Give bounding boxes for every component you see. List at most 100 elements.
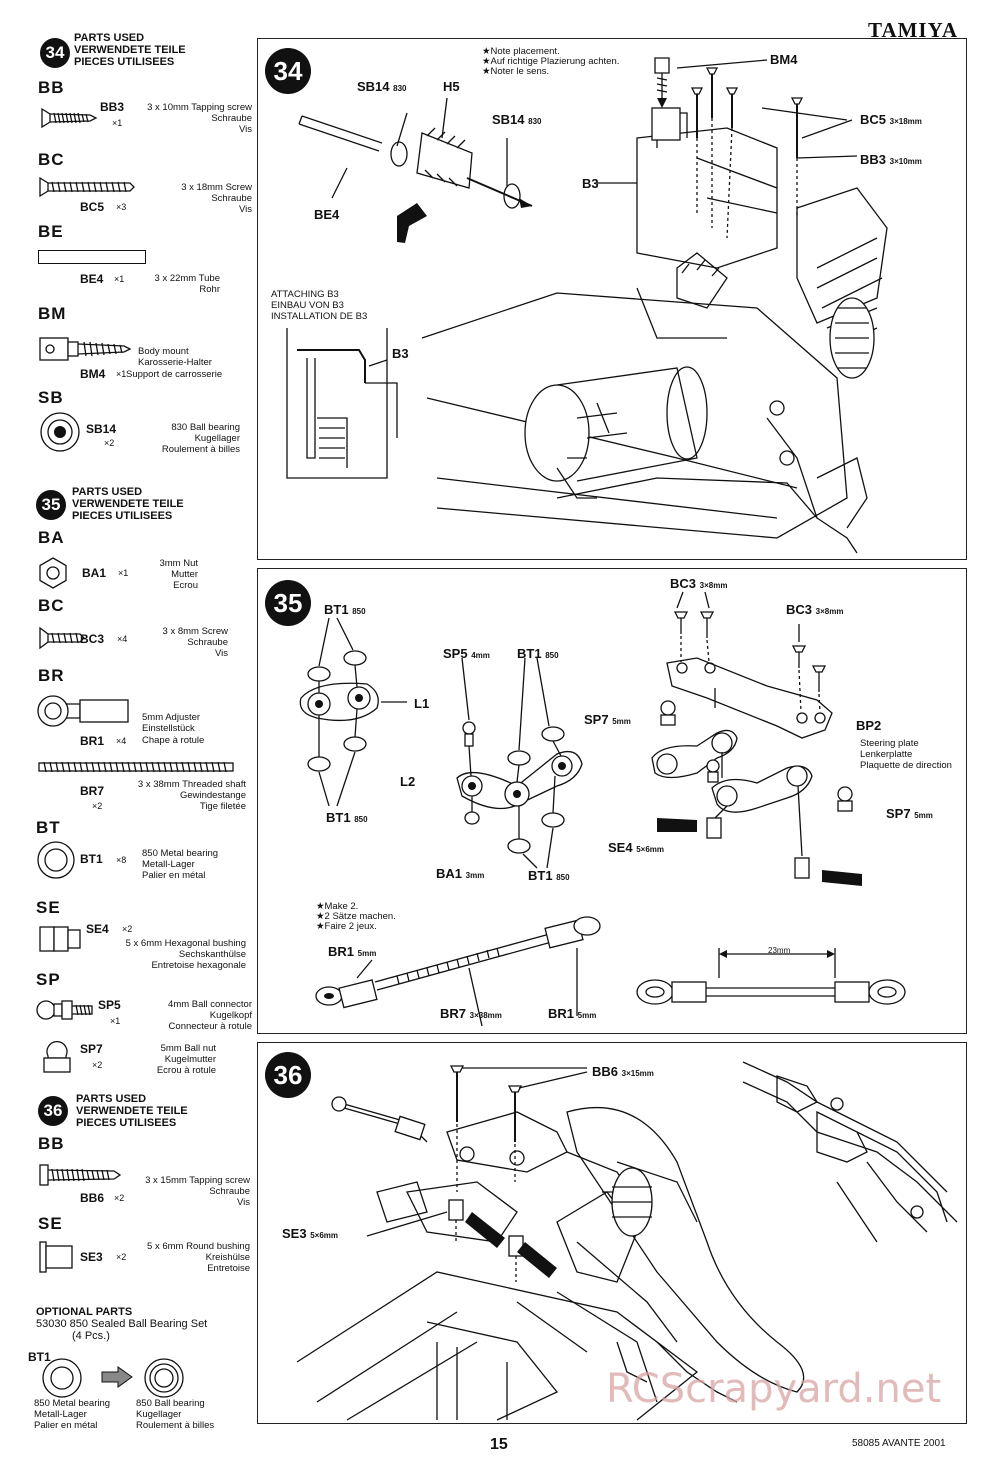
part-qty: ×1	[112, 118, 123, 128]
metal-bearing-icon	[42, 1358, 82, 1398]
part-code: BB6	[80, 1191, 105, 1205]
nut-icon	[39, 557, 67, 589]
step-35-illustration	[299, 591, 906, 1027]
ball-nut-icon	[43, 1040, 71, 1073]
step-34-panel	[257, 38, 967, 560]
part-code: BT1	[28, 1350, 51, 1364]
label-bc3: BC3 3×8mm	[670, 576, 728, 591]
part-qty: ×2	[114, 1193, 125, 1203]
part-qty: ×1	[118, 568, 129, 578]
header-line: VERWENDETE TEILE	[74, 44, 186, 56]
part-desc: Support de carrosserie	[126, 369, 223, 380]
label-sp5: SP5 4mm	[443, 646, 490, 661]
label-sb14: SB14 830	[492, 112, 542, 127]
part-code: BC3	[80, 632, 105, 646]
part-code: SB14	[86, 422, 117, 436]
part-code: SP5	[98, 998, 121, 1012]
label-sb14: SB14 830	[357, 79, 407, 94]
screw-icon	[39, 626, 85, 650]
part-qty: ×1	[114, 274, 125, 284]
label-bb6: BB6 3×15mm	[592, 1064, 654, 1079]
watermark: RCScrapyard.net	[606, 1366, 942, 1412]
part-code: SP7	[80, 1042, 103, 1056]
category-bc: BC	[38, 150, 65, 169]
category-be: BE	[38, 222, 64, 241]
tapping-screw-icon	[39, 1164, 122, 1186]
category-ba: BA	[38, 528, 65, 547]
label-b3-inset: B3	[392, 346, 409, 361]
part-code: BT1	[80, 852, 103, 866]
hexagonal-bushing-icon	[39, 926, 81, 952]
part-qty: ×1	[116, 369, 127, 379]
adjuster-icon	[37, 695, 129, 727]
part-qty: ×4	[117, 634, 128, 644]
part-code: BR1	[80, 734, 105, 748]
label-l2: L2	[400, 774, 416, 789]
part-desc: Chape à rotule	[142, 735, 205, 746]
step-35-number: 35	[265, 580, 311, 626]
label-bc3: BC3 3×8mm	[786, 602, 844, 617]
label-bt1: BT1 850	[528, 868, 570, 883]
label-br1: BR1 5mm	[548, 1006, 597, 1021]
optional-title: OPTIONAL PARTS	[36, 1306, 133, 1318]
step-36-illustration	[296, 1061, 958, 1421]
ball-bearing-icon	[144, 1358, 184, 1398]
part-qty: ×4	[116, 736, 127, 746]
optional-line2: (4 Pcs.)	[72, 1330, 110, 1342]
category-bb: BB	[38, 1134, 65, 1153]
tube-icon	[38, 250, 146, 264]
category-sp: SP	[36, 970, 61, 989]
ball-bearing-icon	[40, 412, 80, 452]
threaded-shaft-icon	[38, 761, 234, 773]
round-bushing-icon	[39, 1241, 73, 1273]
label-se3: SE3 5×6mm	[282, 1226, 338, 1241]
label-bp2: BP2	[856, 718, 882, 733]
step-34-number: 34	[265, 48, 311, 94]
step-35-badge: 35	[36, 490, 66, 520]
page-number: 15	[490, 1436, 508, 1453]
part-qty: ×2	[104, 438, 115, 448]
category-se: SE	[38, 1214, 63, 1233]
label-b3: B3	[582, 176, 599, 191]
part-qty: ×8	[116, 855, 127, 865]
ball-connector-icon	[36, 1000, 93, 1020]
metal-bearing-icon	[37, 841, 75, 879]
category-se: SE	[36, 898, 61, 917]
category-bc: BC	[38, 596, 65, 615]
label-be4: BE4	[314, 207, 340, 222]
category-bm: BM	[38, 304, 67, 323]
screw-icon	[39, 176, 135, 198]
optional-line1: 53030 850 Sealed Ball Bearing Set	[36, 1318, 208, 1330]
label-bt1: BT1 850	[517, 646, 559, 661]
part-code: BB3	[100, 100, 125, 114]
part-qty: ×2	[92, 801, 103, 811]
label-bt1: BT1 850	[326, 810, 368, 825]
part-code: BR7	[80, 784, 105, 798]
part-code: BE4	[80, 272, 104, 286]
label-l1: L1	[414, 696, 430, 711]
part-code: SE3	[80, 1250, 103, 1264]
label-se4: SE4 5×6mm	[608, 840, 664, 855]
part-code: BA1	[82, 566, 107, 580]
part-code: BM4	[80, 367, 106, 381]
category-sb: SB	[38, 388, 64, 407]
tapping-screw-icon	[41, 107, 98, 129]
part-qty: ×3	[116, 202, 127, 212]
dimension-label: 23mm	[768, 946, 791, 955]
header-line: PIECES UTILISEES	[74, 56, 175, 68]
